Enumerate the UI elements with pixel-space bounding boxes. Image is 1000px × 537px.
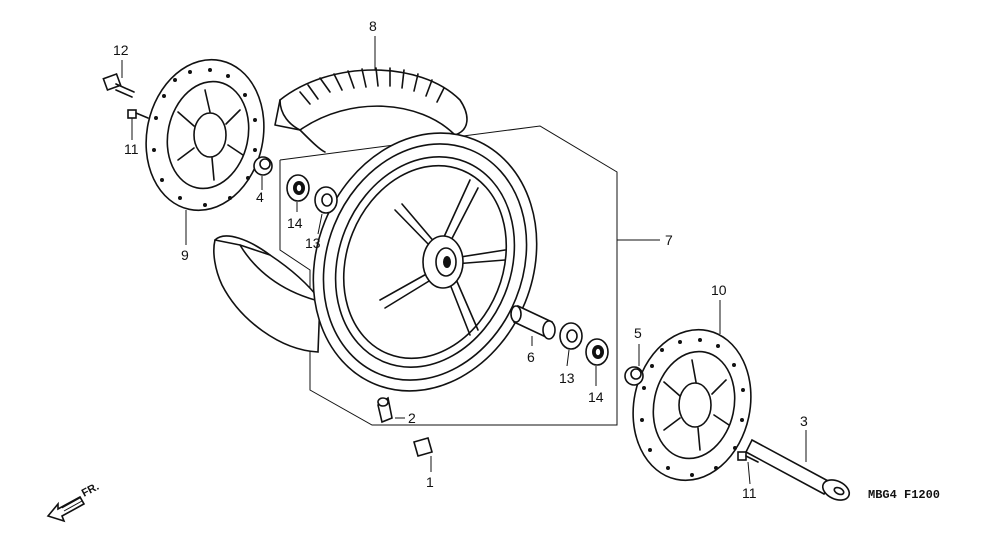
tire [213,67,468,353]
label-part-3: 3 [800,413,808,429]
bolt-11-right [737,451,759,463]
label-part-5: 5 [634,325,642,341]
wheel-rim [312,132,538,392]
spacer-6 [510,304,556,340]
drawing-code: MBG4 F1200 [868,488,940,502]
bearing-14-left [286,174,310,202]
bearing-14-right [585,338,609,366]
label-part-6: 6 [527,349,535,365]
part-labels: 12 11 4 14 13 9 8 7 6 13 14 5 10 2 1 3 1… [113,18,808,501]
label-part-9: 9 [181,247,189,263]
label-part-11-right: 11 [742,485,757,501]
label-part-13-left: 13 [305,235,321,251]
collar-4 [253,156,273,176]
label-part-11-left: 11 [124,141,139,157]
front-label: FR. [80,481,101,500]
bearing-13-right [559,322,583,350]
collar-5 [624,366,644,386]
label-part-12: 12 [113,42,129,58]
front-arrow-icon [46,495,86,523]
label-part-7: 7 [665,232,673,248]
leader-lines [121,36,807,485]
axle-3 [744,438,851,501]
label-part-14-left: 14 [287,215,303,231]
valve-2 [377,396,393,424]
bolt-11-left [127,109,149,119]
front-direction-indicator: FR. [46,481,101,523]
label-part-10: 10 [711,282,727,298]
label-part-1: 1 [426,474,434,490]
brake-disc-left [145,58,265,212]
label-part-4: 4 [256,189,264,205]
label-part-2: 2 [408,410,416,426]
brake-disc-right [632,328,752,482]
weight-1 [413,437,433,457]
label-part-14-right: 14 [588,389,604,405]
bearing-13-left [314,186,338,214]
bolt-12 [102,72,135,98]
label-part-8: 8 [369,18,377,34]
wheel-assembly-outline [279,125,618,426]
label-part-13-right: 13 [559,370,575,386]
